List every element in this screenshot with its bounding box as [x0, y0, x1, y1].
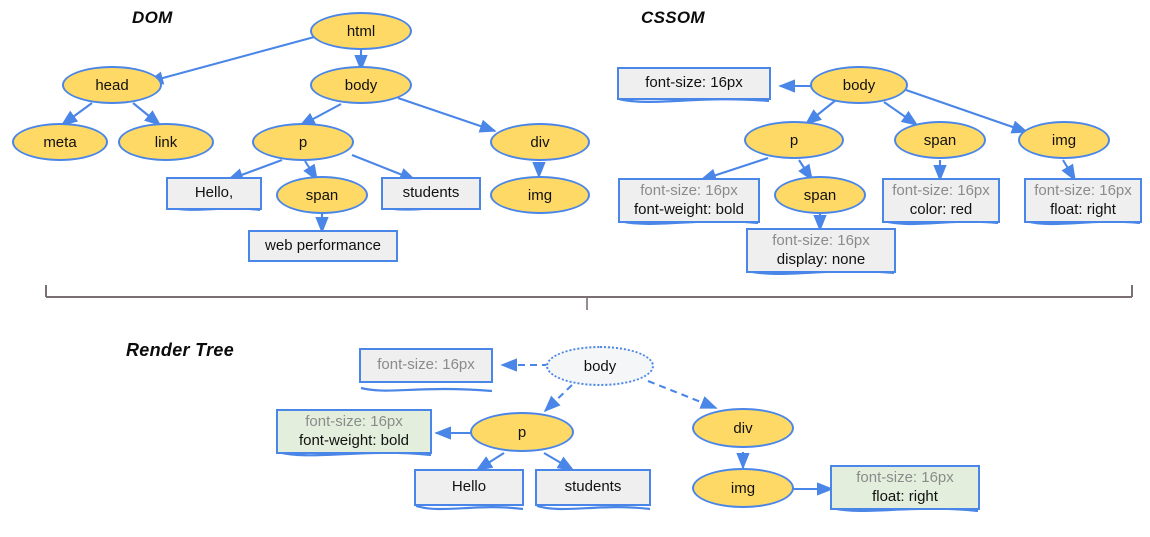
cssom-rule-img-line-1: font-size: 16px [1034, 181, 1132, 199]
dom-node-head-label: head [95, 76, 129, 94]
cssom-rule-body[interactable]: font-size: 16px [617, 67, 771, 100]
render-text-hello-label: Hello [451, 478, 487, 496]
render-text-students-label: students [564, 478, 622, 496]
render-node-img[interactable]: img [692, 468, 794, 508]
cssom-node-span-sibling-label: span [923, 131, 957, 149]
cssom-node-span-child-label: span [803, 186, 837, 204]
edge-rt-body-p [543, 384, 573, 413]
dom-text-web-performance[interactable]: web performance [248, 230, 398, 262]
cssom-rule-p-line-1: font-size: 16px [640, 181, 738, 199]
dom-node-body-label: body [344, 76, 378, 94]
edge-rt-p-students [543, 452, 575, 471]
cssom-node-img[interactable]: img [1018, 121, 1110, 159]
dom-text-students[interactable]: students [381, 177, 481, 210]
render-rule-body-line-1: font-size: 16px [377, 356, 475, 374]
dom-node-link[interactable]: link [118, 123, 214, 161]
render-text-hello[interactable]: Hello [414, 469, 524, 506]
render-rule-p[interactable]: font-size: 16px font-weight: bold [276, 409, 432, 454]
render-node-div-label: div [733, 419, 753, 437]
render-rule-img[interactable]: font-size: 16px float: right [830, 465, 980, 510]
edge-rt-p-hello [475, 452, 505, 471]
render-rule-body[interactable]: font-size: 16px [359, 348, 493, 383]
render-rule-p-line-2: font-weight: bold [298, 431, 410, 449]
section-divider [45, 285, 1133, 310]
dom-node-div-label: div [530, 133, 550, 151]
edge-html-head [146, 34, 319, 85]
render-node-body-label: body [583, 357, 617, 375]
dom-node-span-label: span [305, 186, 339, 204]
dom-text-web-performance-label: web performance [265, 236, 381, 254]
dom-node-meta-label: meta [43, 133, 77, 151]
cssom-rule-img[interactable]: font-size: 16px float: right [1024, 178, 1142, 223]
cssom-node-body-label: body [842, 76, 876, 94]
dom-node-body[interactable]: body [310, 66, 412, 104]
edge-head-meta [60, 102, 93, 126]
cssom-node-p-label: p [789, 131, 799, 149]
edge-cssom-body-span [883, 101, 919, 126]
render-text-students[interactable]: students [535, 469, 651, 506]
section-title-render-tree: Render Tree [126, 340, 235, 360]
dom-node-img-label: img [527, 186, 553, 204]
render-node-img-label: img [730, 479, 756, 497]
cssom-rule-img-line-2: float: right [1050, 200, 1116, 218]
cssom-node-p[interactable]: p [744, 121, 844, 159]
cssom-rule-span-child-line-2: display: none [776, 250, 866, 268]
cssom-node-body[interactable]: body [810, 66, 908, 104]
render-rule-p-line-1: font-size: 16px [305, 412, 403, 430]
render-node-div[interactable]: div [692, 408, 794, 448]
dom-node-div[interactable]: div [490, 123, 590, 161]
edge-cssom-p-rule [699, 157, 769, 182]
dom-node-img[interactable]: img [490, 176, 590, 214]
dom-text-hello[interactable]: Hello, [166, 177, 262, 210]
edge-cssom-img-rule [1061, 159, 1076, 182]
cssom-node-span-sibling[interactable]: span [894, 121, 986, 159]
cssom-rule-p-line-2: font-weight: bold [633, 200, 745, 218]
section-title-dom: DOM [132, 8, 173, 27]
cssom-node-img-label: img [1051, 131, 1077, 149]
edge-body-div [397, 97, 497, 133]
cssom-rule-span-sibling-line-2: color: red [909, 200, 973, 218]
cssom-rule-span-child-line-1: font-size: 16px [772, 231, 870, 249]
dom-node-p-label: p [298, 133, 308, 151]
dom-node-html[interactable]: html [310, 12, 412, 50]
cssom-rule-span-sibling-line-1: font-size: 16px [892, 181, 990, 199]
edge-head-link [132, 102, 162, 127]
dom-node-link-label: link [154, 133, 178, 151]
edge-rt-body-div [647, 380, 718, 409]
cssom-rule-span-sibling[interactable]: font-size: 16px color: red [882, 178, 1000, 223]
edge-cssom-body-p [804, 99, 837, 126]
dom-node-span[interactable]: span [276, 176, 368, 214]
dom-node-p[interactable]: p [252, 123, 354, 161]
dom-node-html-label: html [346, 22, 376, 40]
dom-node-meta[interactable]: meta [12, 123, 108, 161]
dom-text-students-label: students [402, 184, 460, 202]
cssom-node-span-child[interactable]: span [774, 176, 866, 214]
render-node-p-label: p [517, 423, 527, 441]
cssom-rule-span-child[interactable]: font-size: 16px display: none [746, 228, 896, 273]
dom-text-hello-label: Hello, [194, 184, 234, 202]
render-rule-img-line-2: float: right [872, 487, 938, 505]
cssom-rule-p[interactable]: font-size: 16px font-weight: bold [618, 178, 760, 223]
dom-node-head[interactable]: head [62, 66, 162, 104]
cssom-rule-body-line-1: font-size: 16px [645, 74, 743, 92]
render-node-p[interactable]: p [470, 412, 574, 452]
render-node-body[interactable]: body [546, 346, 654, 386]
render-rule-img-line-1: font-size: 16px [856, 468, 954, 486]
section-title-cssom: CSSOM [641, 8, 705, 27]
